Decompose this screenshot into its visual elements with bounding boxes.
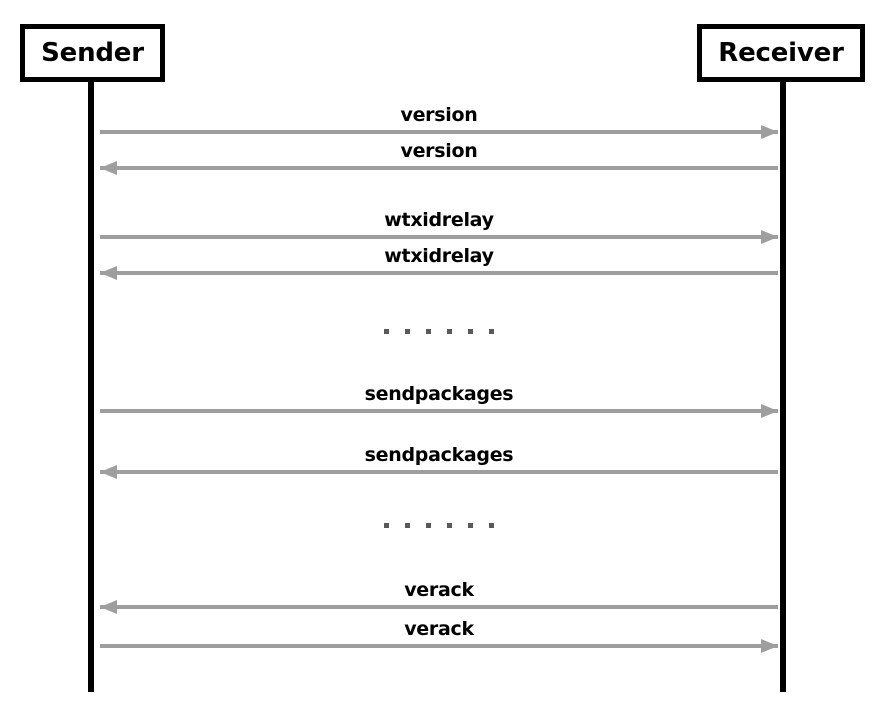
arrowhead-left-icon	[100, 266, 117, 280]
arrowhead-left-icon	[100, 161, 117, 175]
lifeline-receiver	[780, 78, 786, 692]
arrowhead-left-icon	[100, 465, 117, 479]
message-label: verack	[404, 618, 474, 640]
participant-receiver-label: Receiver	[718, 38, 844, 68]
arrowhead-right-icon	[761, 125, 778, 139]
arrowhead-right-icon	[761, 404, 778, 418]
ellipsis-dot	[405, 328, 410, 334]
ellipsis-dot	[447, 522, 452, 528]
message-label: wtxidrelay	[384, 209, 494, 231]
message-label: version	[400, 104, 478, 126]
ellipsis-dot	[384, 522, 389, 528]
ellipsis-dot	[426, 522, 431, 528]
message-line	[100, 470, 778, 474]
ellipsis-dot	[426, 328, 431, 334]
ellipsis-dot	[489, 522, 494, 528]
message-line	[100, 235, 778, 239]
arrowhead-left-icon	[100, 600, 117, 614]
ellipsis-dot	[468, 522, 473, 528]
participant-sender-label: Sender	[41, 38, 144, 68]
message-label: verack	[404, 579, 474, 601]
arrowhead-right-icon	[761, 230, 778, 244]
message-line	[100, 166, 778, 170]
ellipsis-continuation	[100, 328, 778, 334]
ellipsis-dot	[468, 328, 473, 334]
ellipsis-dot	[384, 328, 389, 334]
message-label: wtxidrelay	[384, 245, 494, 267]
lifeline-sender	[88, 78, 94, 692]
message-line	[100, 130, 778, 134]
message-label: sendpackages	[364, 444, 514, 466]
participant-sender[interactable]: Sender	[20, 24, 165, 82]
message-label: sendpackages	[364, 383, 514, 405]
message-line	[100, 409, 778, 413]
message-line	[100, 644, 778, 648]
message-line	[100, 605, 778, 609]
ellipsis-dot	[447, 328, 452, 334]
message-line	[100, 271, 778, 275]
ellipsis-dot	[405, 522, 410, 528]
ellipsis-continuation	[100, 522, 778, 528]
ellipsis-dot	[489, 328, 494, 334]
participant-receiver[interactable]: Receiver	[697, 24, 865, 82]
message-label: version	[400, 140, 478, 162]
arrowhead-right-icon	[761, 639, 778, 653]
